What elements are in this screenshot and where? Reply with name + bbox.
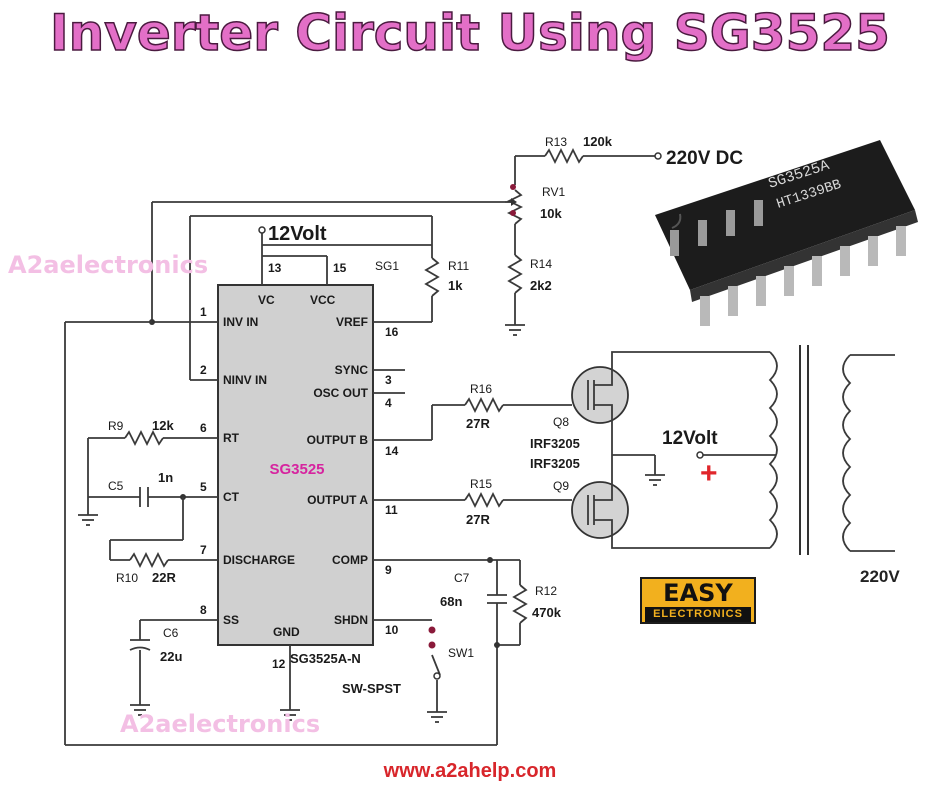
easy-electronics-logo: EASY ELECTRONICS — [640, 577, 756, 624]
transformer-12v-label: 12Volt — [662, 428, 718, 449]
pin-name-output-a: OUTPUT A — [307, 493, 368, 507]
ic-ref: SG1 — [375, 259, 399, 273]
pin-name-gnd: GND — [273, 625, 300, 639]
pin-name-ct: CT — [223, 490, 240, 504]
r12-ref: R12 — [535, 584, 557, 598]
r11-value: 1k — [448, 278, 463, 293]
pin-num-3: 3 — [385, 373, 392, 387]
c6-ref: C6 — [163, 626, 179, 640]
pin-num-7: 7 — [200, 543, 207, 557]
ic-body — [217, 284, 374, 646]
r14-ref: R14 — [530, 257, 552, 271]
pin-num-4: 4 — [385, 396, 392, 410]
r16-value: 27R — [466, 416, 490, 431]
c5-ref: C5 — [108, 479, 124, 493]
ic-part-number: SG3525A-N — [290, 651, 361, 666]
sw1-value: SW-SPST — [342, 681, 401, 696]
pin-num-8: 8 — [200, 603, 207, 617]
r14-value: 2k2 — [530, 278, 552, 293]
r9-value: 12k — [152, 418, 174, 433]
pin-name-osc-out: OSC OUT — [313, 386, 368, 400]
c7-ref: C7 — [454, 571, 470, 585]
logo-main-text: EASY — [663, 579, 733, 607]
r12-value: 470k — [532, 605, 562, 620]
pin-name-rt: RT — [223, 431, 240, 445]
pin-num-9: 9 — [385, 563, 392, 577]
page-title: Inverter Circuit Using SG3525 — [49, 3, 890, 63]
pin-num-2: 2 — [200, 363, 207, 377]
pin-name-vc: VC — [258, 293, 275, 307]
pin-num-16: 16 — [385, 325, 399, 339]
output-220v-label: 220V — [860, 567, 900, 586]
pin-num-13: 13 — [268, 261, 282, 275]
pin-name-inv: INV IN — [223, 315, 258, 329]
r9-ref: R9 — [108, 419, 124, 433]
pin-name-vcc: VCC — [310, 293, 336, 307]
q9-ref: Q9 — [553, 479, 569, 493]
r11-ref: R11 — [448, 259, 469, 273]
website-url: www.a2ahelp.com — [383, 760, 557, 782]
sw1-ref: SW1 — [448, 646, 474, 660]
supply-12v-label: 12Volt — [268, 223, 327, 245]
pin-num-14: 14 — [385, 444, 399, 458]
pin-num-15: 15 — [333, 261, 347, 275]
pin-num-1: 1 — [200, 305, 207, 319]
pin-name-comp: COMP — [332, 553, 368, 567]
r10-ref: R10 — [116, 571, 138, 585]
pin-name-discharge: DISCHARGE — [223, 553, 295, 567]
pin-name-ninv: NINV IN — [223, 373, 267, 387]
rv1-ref: RV1 — [542, 185, 565, 199]
pin-num-10: 10 — [385, 623, 399, 637]
pin-name-ss: SS — [223, 613, 239, 627]
pin-name-shdn: SHDN — [334, 613, 368, 627]
watermark-top: A2aelectronics — [8, 251, 209, 279]
supply-220v-dc-label: 220V DC — [666, 148, 743, 169]
c6-value: 22u — [160, 649, 182, 664]
logo-sub-text: ELECTRONICS — [645, 607, 751, 622]
r10-value: 22R — [152, 570, 176, 585]
r15-value: 27R — [466, 512, 490, 527]
pin-name-sync: SYNC — [335, 363, 369, 377]
watermark-bottom: A2aelectronics — [120, 710, 321, 738]
pin-num-6: 6 — [200, 421, 207, 435]
c5-value: 1n — [158, 470, 173, 485]
pin-num-11: 11 — [385, 503, 398, 517]
ic-name: SG3525 — [269, 461, 324, 478]
pin-name-output-b: OUTPUT B — [307, 433, 369, 447]
r13-value: 120k — [583, 134, 613, 149]
q8-ref: Q8 — [553, 415, 569, 429]
chip-image: SG3525A HT1339BB — [655, 140, 918, 326]
pin-num-5: 5 — [200, 480, 207, 494]
r16-ref: R16 — [470, 382, 492, 396]
r15-ref: R15 — [470, 477, 492, 491]
rv1-value: 10k — [540, 206, 562, 221]
pin-num-12: 12 — [272, 657, 286, 671]
c7-value: 68n — [440, 594, 462, 609]
positive-sign: + — [700, 457, 718, 490]
pin-name-vref: VREF — [336, 315, 368, 329]
q8-value: IRF3205 — [530, 436, 580, 451]
q9-value: IRF3205 — [530, 456, 580, 471]
r13-ref: R13 — [545, 135, 567, 149]
